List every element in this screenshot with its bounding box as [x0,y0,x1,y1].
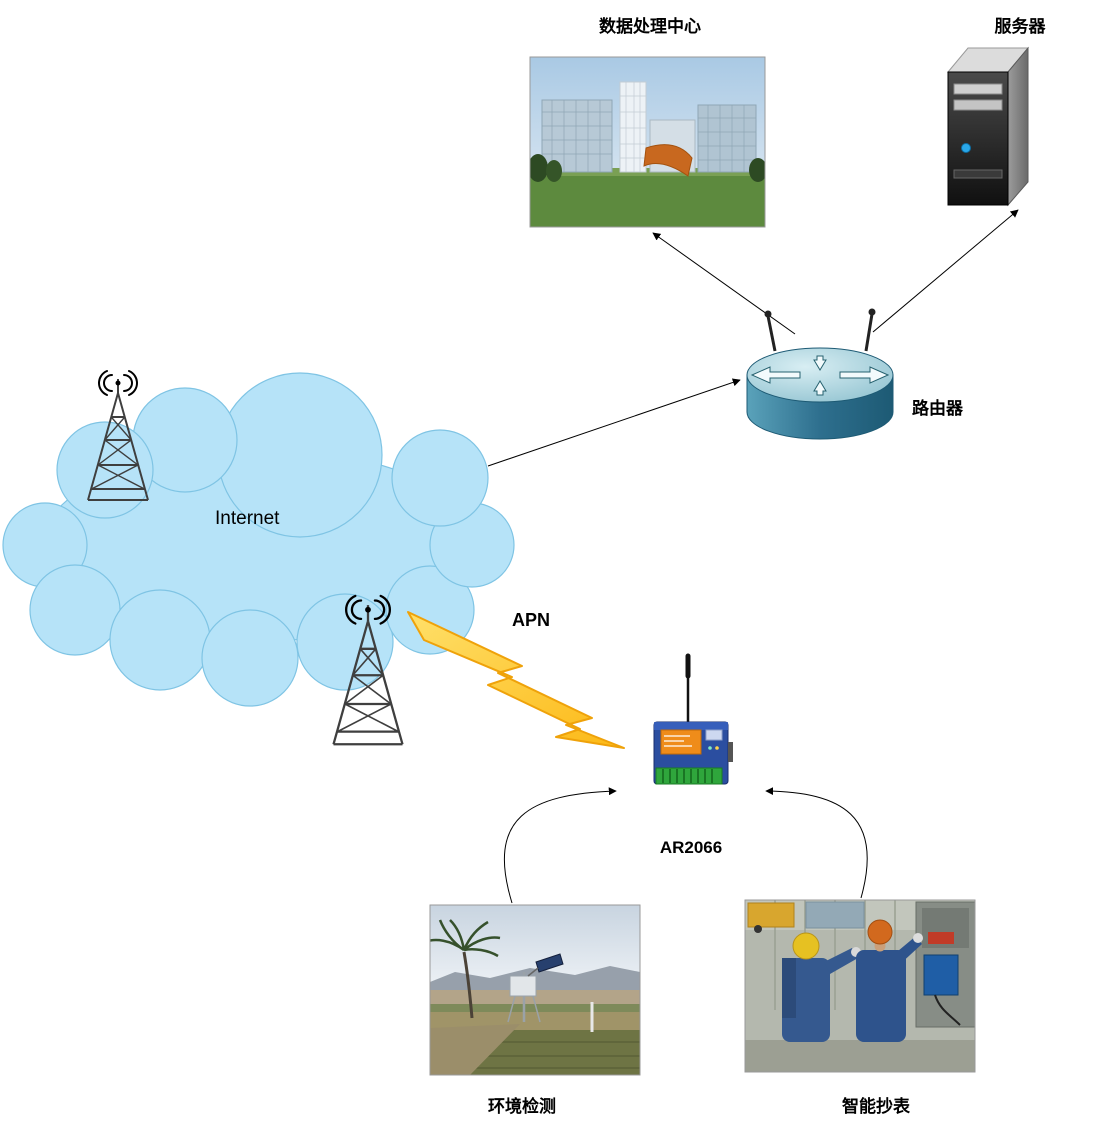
environment-station-photo [429,904,641,1076]
router-icon [746,308,894,440]
modem-label-panel [660,729,702,755]
gprs-modem-icon [653,653,733,785]
data-center-label: 数据处理中心 [599,17,701,36]
server-power-led [961,143,971,153]
palm-tree [462,951,474,1019]
edge-router-server [872,209,1019,333]
meter-reading-label: 智能抄表 [842,1097,910,1116]
edge-internet-router [487,378,741,467]
server-drive-bay [953,83,1003,95]
router-antenna-right [864,313,874,352]
worker-left [782,932,861,1042]
server-drive-bay-2 [953,99,1003,111]
edge-meter-dtu [765,787,868,899]
orange-hard-hat [867,919,893,945]
lightning-bolt-icon [407,611,625,749]
yellow-hard-hat [792,932,820,960]
router-label: 路由器 [912,399,963,418]
electrical-cabinet [915,901,975,1028]
meter-workers-photo [744,899,976,1073]
server-vent-slot [953,169,1003,179]
office-building-photo [529,56,766,228]
ar2066-label: AR2066 [659,838,723,857]
router-traffic-arrows [750,355,890,396]
environment-label: 环境检测 [488,1097,556,1116]
weather-station [507,953,564,1023]
server-tower-icon [946,46,1030,207]
router-antenna-left [766,315,777,352]
truck [747,902,795,928]
edge-environment-dtu [503,787,617,904]
server-label: 服务器 [994,17,1046,36]
cloud-icon [2,372,515,707]
worker-right [856,919,923,1042]
apn-label: APN [512,610,551,630]
edge-router-datacenter [652,232,796,335]
edges [487,209,1019,904]
internet-label: Internet [215,508,280,529]
